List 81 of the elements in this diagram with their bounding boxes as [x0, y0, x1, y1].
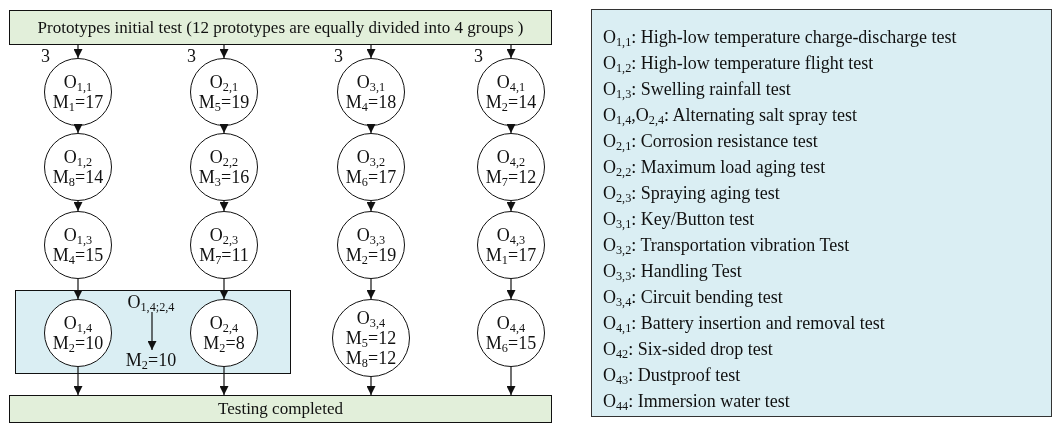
circle-text: O$_{3,4}$	[356, 308, 386, 328]
circle-text: O$_{3,1}$	[356, 72, 386, 92]
arrow	[73, 124, 83, 134]
arrow	[366, 124, 376, 134]
definition-text: O$_{43}$: Dustproof test	[603, 364, 741, 388]
definition-text: O$_{3,2}$: Transportation vibration Test	[603, 234, 850, 258]
arrow	[219, 44, 229, 59]
box-text: Testing completed	[218, 399, 343, 419]
circle-text: O$_{1,4}$	[63, 313, 93, 333]
arrow	[73, 366, 83, 396]
circle-text: M$_{7}$=11	[199, 245, 249, 265]
circle-text: O$_{1,2}$	[63, 147, 93, 167]
circle-text: M$_{6}$=15	[485, 333, 537, 353]
definition-text: O$_{42}$: Six-sided drop test	[603, 338, 773, 362]
arrow	[219, 200, 229, 212]
arrow	[506, 200, 516, 212]
flow-text: O$_{1,4;2,4}$	[118, 291, 184, 313]
circle-text: O$_{4,1}$	[496, 72, 526, 92]
arrow	[219, 278, 229, 300]
circle-text: M$_{4}$=15	[52, 245, 104, 265]
definition-text: O$_{1,3}$: Swelling rainfall test	[603, 78, 791, 102]
circle-text: M$_{8}$=12	[345, 348, 397, 368]
definition-panel	[591, 9, 1052, 417]
process-box	[9, 10, 552, 45]
arrow	[73, 200, 83, 212]
edge-label: 3	[187, 47, 196, 65]
definition-text: O$_{2,3}$: Spraying aging test	[603, 182, 780, 206]
definition-text: O$_{3,1}$: Key/Button test	[603, 208, 755, 232]
circle-text: O$_{4,3}$	[496, 225, 526, 245]
circle-text: M$_{5}$=12	[345, 328, 397, 348]
circle-text: O$_{4,4}$	[496, 313, 526, 333]
flow-text: M$_{2}$=10	[118, 350, 184, 370]
definition-text: O$_{2,2}$: Maximum load aging test	[603, 156, 826, 180]
arrow	[506, 278, 516, 300]
definition-text: O$_{1,2}$: High-low temperature flight test	[603, 52, 874, 76]
definition-text: O$_{3,3}$: Handling Test	[603, 260, 742, 284]
circle-text: M$_{8}$=14	[52, 167, 104, 187]
edge-label: 3	[41, 47, 50, 65]
circle-text: M$_{4}$=18	[345, 92, 397, 112]
circle-text: M$_{1}$=17	[485, 245, 537, 265]
arrow	[506, 124, 516, 134]
definition-text: O$_{1,1}$: High-low temperature charge-discharge test	[603, 26, 957, 50]
circle-text: O$_{2,1}$	[209, 72, 239, 92]
definition-text: O$_{4,1}$: Battery insertion and removal test	[603, 312, 885, 336]
circle-text: O$_{4,2}$	[496, 147, 526, 167]
circle-text: O$_{3,3}$	[356, 225, 386, 245]
circle-text: M$_{2}$=8	[203, 333, 245, 353]
group-box	[15, 290, 291, 374]
circle-text: O$_{2,4}$	[209, 313, 239, 333]
circle-text: O$_{3,2}$	[356, 147, 386, 167]
circle-text: M$_{2}$=10	[52, 333, 104, 353]
box-text: Prototypes initial test (12 prototypes are equally divided into 4 groups )	[37, 17, 524, 38]
definition-text: O$_{1,4}$,O$_{2,4}$: Alternating salt spray test	[603, 104, 858, 128]
definition-text: O$_{3,4}$: Circuit bending test	[603, 286, 783, 310]
process-box	[9, 395, 552, 423]
edge-label: 3	[334, 47, 343, 65]
arrow	[366, 44, 376, 59]
circle-text: M$_{5}$=19	[198, 92, 250, 112]
circle-text: M$_{3}$=16	[198, 167, 250, 187]
arrow	[147, 311, 157, 351]
arrow	[219, 124, 229, 134]
arrow	[366, 278, 376, 300]
arrow	[506, 366, 516, 396]
circle-text: M$_{2}$=14	[485, 92, 537, 112]
definition-text: O$_{44}$: Immersion water test	[603, 390, 790, 414]
circle-text: M$_{6}$=17	[345, 167, 397, 187]
circle-text: O$_{2,2}$	[209, 147, 239, 167]
arrow	[219, 366, 229, 396]
arrow	[506, 44, 516, 59]
edge-label: 3	[474, 47, 483, 65]
arrow	[366, 200, 376, 212]
circle-text: M$_{7}$=12	[485, 167, 537, 187]
circle-text: O$_{2,3}$	[209, 225, 239, 245]
circle-text: O$_{1,3}$	[63, 225, 93, 245]
circle-text: M$_{1}$=17	[52, 92, 104, 112]
circle-text: O$_{1,1}$	[63, 72, 93, 92]
arrow	[73, 278, 83, 300]
arrow	[366, 376, 376, 396]
circle-text: M$_{2}$=19	[345, 245, 397, 265]
arrow	[73, 44, 83, 59]
definition-text: O$_{2,1}$: Corrosion resistance test	[603, 130, 818, 154]
